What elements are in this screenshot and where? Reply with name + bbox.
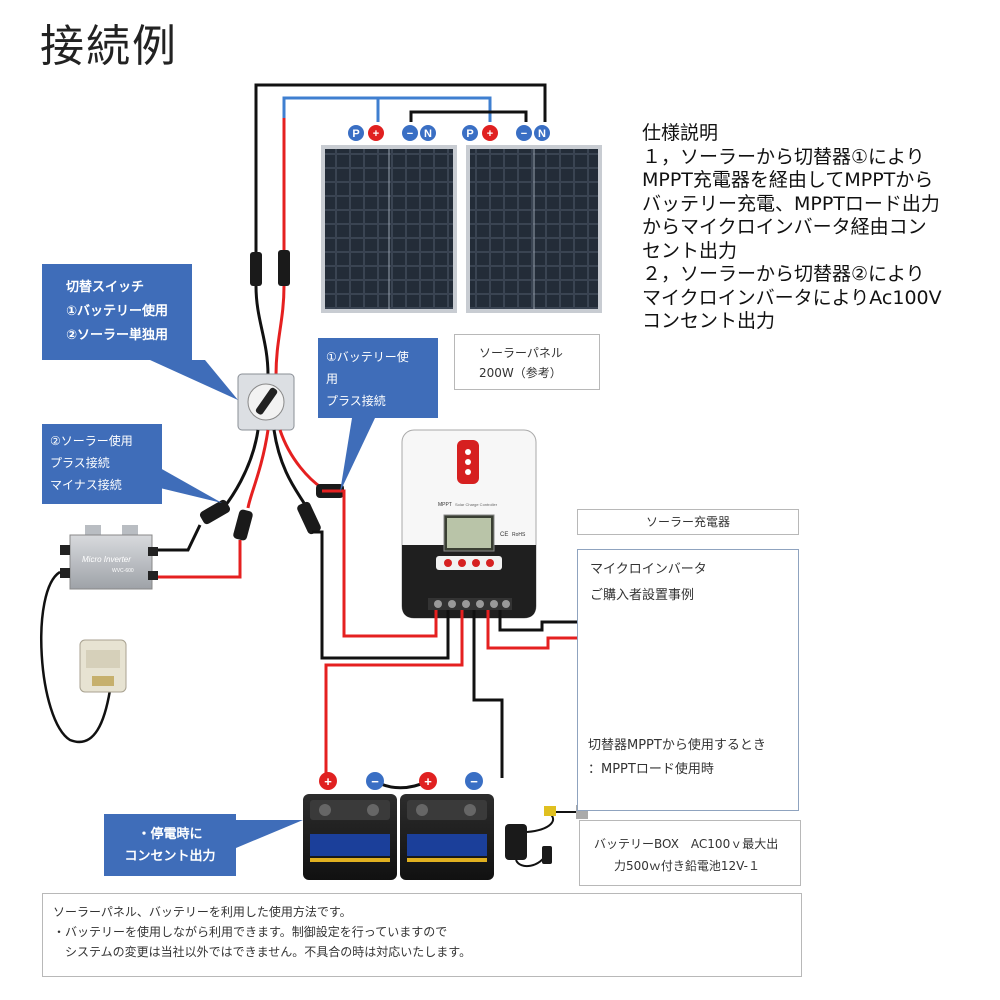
terminal-p-icon xyxy=(348,125,364,141)
spec-line: ２，ソーラーから切替器②により xyxy=(642,263,925,285)
battery-box-left xyxy=(303,794,397,880)
terminal-p-icon xyxy=(462,125,478,141)
battery-label: 力500ｗ付き鉛電池12V-１ xyxy=(614,859,761,873)
note-line: ・バッテリーを使用しながら利用できます。制御設定を行っていますので xyxy=(53,925,448,939)
terminal-minus-icon xyxy=(465,772,483,790)
terminal-n-icon xyxy=(420,125,436,141)
mppt-charger: MPPT Solar Charge Controller CE RoHS xyxy=(401,429,537,619)
callout-solar-only: ②ソーラー使用 プラス接続 マイナス接続 xyxy=(42,424,162,504)
terminal-label: N xyxy=(424,128,432,140)
terminal-label: − xyxy=(407,128,413,140)
spec-line: コンセント出力 xyxy=(642,310,776,332)
installation-example-box: マイクロインバータ ご購入者設置事例 切替器MPPTから使用するとき ：MPPT… xyxy=(577,549,799,811)
terminal-label: − xyxy=(521,128,527,140)
terminal-label: + xyxy=(424,774,432,789)
selector-switch xyxy=(237,373,295,431)
callout-line: プラス接続 xyxy=(50,456,110,470)
page-title: 接続例 xyxy=(40,21,178,72)
callout-battery-plus: ①バッテリー使 用 プラス接続 xyxy=(318,338,438,418)
inverter-model: WVC-600 xyxy=(112,568,134,574)
battery-label: バッテリーBOX AC100ｖ最大出 xyxy=(594,837,779,851)
panel-terminals: P + − N P + − N xyxy=(348,125,550,141)
spec-line: セント出力 xyxy=(642,239,738,262)
terminal-label: − xyxy=(371,774,379,789)
callout-switch: 切替スイッチ ①バッテリー使用 ②ソーラー単独用 xyxy=(42,264,192,360)
charger-brand: MPPT xyxy=(438,502,452,508)
battery-box-right xyxy=(400,794,494,880)
usage-notes: ソーラーパネル、バッテリーを利用した使用方法です。 ・バッテリーを使用しながら利… xyxy=(42,893,802,977)
terminal-minus-icon xyxy=(366,772,384,790)
callout-line: 切替スイッチ xyxy=(66,280,145,295)
panel-label: 200W（参考） xyxy=(479,366,562,380)
note-line: ソーラーパネル、バッテリーを利用した使用方法です。 xyxy=(53,905,352,919)
panel-label: ソーラーパネル xyxy=(479,346,563,360)
battery-charger-adapter-icon xyxy=(505,805,588,868)
charger-label-box: ソーラー充電器 xyxy=(577,509,799,535)
plug-socket-icon xyxy=(79,639,127,693)
callout-pointer xyxy=(340,418,375,492)
terminal-plus-icon xyxy=(319,772,337,790)
note-line: システムの変更は当社以外ではできません。不具合の時は対応いたします。 xyxy=(53,945,472,959)
switch-output-wires xyxy=(220,429,323,511)
terminal-label: N xyxy=(538,128,546,140)
terminal-n-icon xyxy=(534,125,550,141)
terminal-plus-icon xyxy=(419,772,437,790)
callout-line: コンセント出力 xyxy=(124,849,216,864)
battery-terminals: + − + − xyxy=(319,772,483,790)
rohs-mark: RoHS xyxy=(512,532,526,538)
callout-line: 用 xyxy=(326,372,339,386)
callout-line: ①バッテリー使用 xyxy=(66,304,169,319)
spec-line: マイクロインバータによりAc100V xyxy=(642,286,942,309)
callout-line: ①バッテリー使 xyxy=(326,350,409,364)
callout-line: ・停電時に xyxy=(137,827,203,842)
terminal-minus-icon xyxy=(516,125,532,141)
inverter-title: マイクロインバータ xyxy=(590,562,707,577)
callout-line: ②ソーラー単独用 xyxy=(66,328,169,343)
spec-description: 仕様説明 １，ソーラーから切替器①により MPPT充電器を経由してMPPTから … xyxy=(642,122,982,334)
terminal-label: + xyxy=(324,774,332,789)
left-inverter-wires xyxy=(155,524,242,579)
terminal-label: P xyxy=(352,128,359,140)
terminal-label: + xyxy=(373,128,379,140)
callout-outage: ・停電時に コンセント出力 xyxy=(104,814,236,876)
switch-note: ：MPPTロード使用時 xyxy=(588,762,714,777)
spec-line: １，ソーラーから切替器①により xyxy=(642,145,925,168)
terminal-label: − xyxy=(470,774,478,789)
terminal-minus-icon xyxy=(402,125,418,141)
solar-panel-right xyxy=(466,145,602,313)
charger-label: ソーラー充電器 xyxy=(645,515,730,529)
callout-pointer xyxy=(150,360,238,400)
switch-input-wires xyxy=(254,285,286,376)
spec-line: バッテリー充電、MPPTロード出力 xyxy=(642,192,940,215)
callout-pointer xyxy=(160,468,222,503)
panel-label-box: ソーラーパネル 200W（参考） xyxy=(454,334,600,390)
terminal-label: P xyxy=(466,128,473,140)
inverter-brand: Micro Inverter xyxy=(82,555,131,564)
terminal-plus-icon xyxy=(368,125,384,141)
inverter-example: ご購入者設置事例 xyxy=(590,588,695,603)
mc4-connector-icon xyxy=(250,250,290,286)
panel-wiring xyxy=(254,83,547,252)
micro-inverter-left: Micro Inverter WVC-600 xyxy=(60,525,158,590)
battery-box-label: バッテリーBOX AC100ｖ最大出 力500ｗ付き鉛電池12V-１ xyxy=(579,820,801,886)
charger-model: Solar Charge Controller xyxy=(455,502,498,507)
charger-wiring xyxy=(312,489,580,778)
spec-line: MPPT充電器を経由してMPPTから xyxy=(642,169,934,191)
ce-mark: CE xyxy=(500,532,508,538)
spec-line: からマイクロインバータ経由コン xyxy=(642,216,927,238)
switch-note: 切替器MPPTから使用するとき xyxy=(588,738,766,753)
terminal-plus-icon xyxy=(482,125,498,141)
callout-line: プラス接続 xyxy=(326,394,386,408)
solar-panel-left xyxy=(321,145,457,313)
spec-line: 仕様説明 xyxy=(642,122,719,144)
left-ac-cable xyxy=(40,570,112,744)
terminal-label: + xyxy=(487,128,493,140)
callout-line: マイナス接続 xyxy=(50,478,122,492)
callout-line: ②ソーラー使用 xyxy=(50,434,133,448)
callout-pointer xyxy=(236,820,303,848)
